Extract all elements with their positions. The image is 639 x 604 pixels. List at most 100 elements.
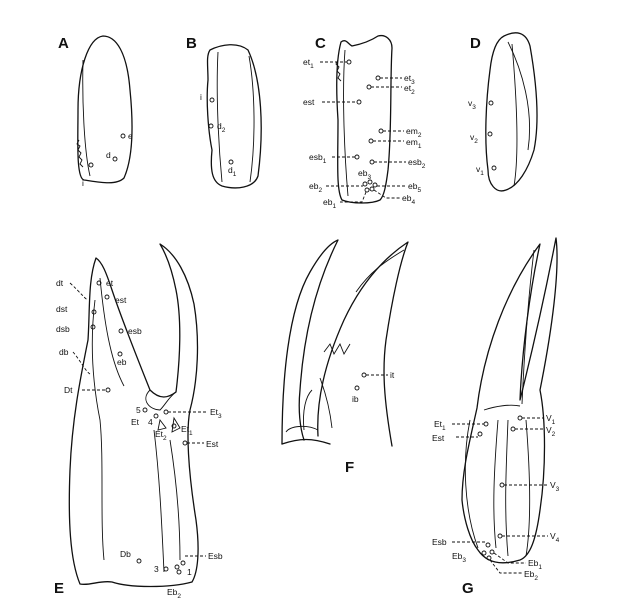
panel-e-label-eb: eb xyxy=(117,357,127,367)
panel-g-label-Et1: Et1 xyxy=(434,419,446,432)
panel-b-label-d2: d2 xyxy=(217,121,226,134)
panel-b-keel-left xyxy=(216,51,223,183)
panel-c-label-em1: em1 xyxy=(406,137,422,150)
panel-d-tb-v3 xyxy=(488,100,494,106)
panel-b-keel-right xyxy=(248,55,255,183)
panel-a: A d e i xyxy=(58,35,133,188)
panel-d-tb-v2 xyxy=(487,131,493,137)
panel-e-tb-Db xyxy=(136,558,142,564)
panel-d-label-v3: v3 xyxy=(468,98,476,111)
panel-g-tb-Esb xyxy=(485,542,491,548)
panel-c-tb-eb5 xyxy=(372,182,378,188)
panel-a-keel xyxy=(82,59,91,177)
panel-c-label-eb2: eb2 xyxy=(309,181,322,194)
panel-c: C et1 et3 et2 est em2 xyxy=(303,34,426,210)
panel-e-label-1: 1 xyxy=(187,567,192,577)
panel-c-tb-em2 xyxy=(378,128,384,134)
panel-c-tb-eb3 xyxy=(367,179,373,185)
panel-f-fixed-finger xyxy=(281,239,339,445)
panel-c-tb-esb2 xyxy=(369,159,375,165)
panel-c-label-esb1: esb1 xyxy=(309,152,327,165)
panel-e-label-est: est xyxy=(115,295,127,305)
panel-e-tb-1 xyxy=(174,564,180,570)
panel-b-letter: B xyxy=(186,35,197,52)
panel-f-label-it: it xyxy=(390,370,395,380)
panel-c-label-eb1: eb1 xyxy=(323,197,336,210)
panel-e-label-Et3: Et3 xyxy=(210,407,222,420)
panel-e-label-db: db xyxy=(59,347,69,357)
panel-g-label-V2: V2 xyxy=(546,425,556,438)
panel-e-label-dt: dt xyxy=(56,278,64,288)
panel-b-label-d1: d1 xyxy=(228,165,237,178)
panel-d-segment-outline xyxy=(485,32,538,192)
panel-f-tb-ib xyxy=(354,385,360,391)
panel-f-letter: F xyxy=(345,459,354,476)
panel-e-tb-dsb xyxy=(90,324,96,330)
panel-d-label-v1: v1 xyxy=(476,164,484,177)
panel-b-trichobothrium-d1 xyxy=(228,159,234,165)
panel-c-segment-outline xyxy=(336,34,393,204)
panel-c-label-em2: em2 xyxy=(406,126,422,139)
panel-c-tb-eb1 xyxy=(364,187,370,193)
panel-e-tb-5 xyxy=(142,407,148,413)
panel-g-label-V1: V1 xyxy=(546,413,556,426)
panel-g-label-V4: V4 xyxy=(550,531,560,544)
panel-e-finger-keel xyxy=(99,277,125,387)
panel-e-tb-esb xyxy=(118,328,124,334)
panel-c-label-eb4: eb4 xyxy=(402,193,415,206)
panel-a-trichobothrium-d xyxy=(112,156,118,162)
panel-b: B i d2 d1 xyxy=(186,35,262,189)
panel-e-tb-et xyxy=(96,280,102,286)
panel-g-condyle xyxy=(483,404,521,411)
panel-f-joint-line xyxy=(319,377,333,429)
panel-g-keel-d xyxy=(525,419,531,557)
panel-e-label-Et2: Et2 xyxy=(155,429,167,442)
panel-e-label-Db: Db xyxy=(120,549,131,559)
panel-e-leader-db xyxy=(72,351,91,375)
panel-e-tb-eb xyxy=(117,351,123,357)
panel-e-tb-Eb2 xyxy=(176,569,182,575)
panel-e-tb-4 xyxy=(153,413,159,419)
panel-c-leader-eb1 xyxy=(340,191,367,203)
panel-c-label-et3: et3 xyxy=(404,73,415,86)
panel-c-serration xyxy=(335,59,342,82)
panel-c-tb-est xyxy=(356,99,362,105)
panel-f-tb-it xyxy=(361,372,367,378)
panel-c-label-esb2: esb2 xyxy=(408,157,426,170)
panel-d-keel-b xyxy=(511,43,518,187)
panel-g-tb-V4 xyxy=(497,533,503,539)
panel-g-leader-Eb1 xyxy=(493,552,526,564)
panel-g-tb-Eb1 xyxy=(489,549,495,555)
panel-a-segment-outline xyxy=(77,35,133,184)
panel-d-letter: D xyxy=(470,35,481,52)
panel-e-chela-outline xyxy=(68,243,199,588)
panel-g-tb-Eb3 xyxy=(481,550,487,556)
panel-f-movable-finger xyxy=(317,241,409,447)
panel-f-teeth xyxy=(323,342,351,356)
panel-b-trichobothrium-d2 xyxy=(208,123,214,129)
panel-c-letter: C xyxy=(315,35,326,52)
panel-c-tb-em1 xyxy=(368,138,374,144)
panel-e-hand-keel-c xyxy=(169,439,181,561)
panel-c-label-eb3: eb3 xyxy=(358,168,371,181)
panel-e-label-Eb2: Eb2 xyxy=(167,587,181,600)
panel-g-label-Est: Est xyxy=(432,433,445,443)
panel-e-label-et: et xyxy=(106,278,114,288)
panel-d-tb-v1 xyxy=(491,165,497,171)
panel-e-tb-Est xyxy=(182,440,188,446)
panel-g-label-Esb: Esb xyxy=(432,537,447,547)
panel-c-tb-esb1 xyxy=(354,154,360,160)
panel-e-label-4: 4 xyxy=(148,417,153,427)
panel-a-trichobothrium-x xyxy=(88,162,94,168)
panel-e-label-Et1: Et1 xyxy=(181,424,193,437)
panel-g-finger-line xyxy=(521,249,535,405)
panel-e: E dt et xyxy=(54,243,223,600)
panel-a-label-i: i xyxy=(82,178,84,188)
panel-e-tb-Esb xyxy=(180,560,186,566)
panel-d-keel-a xyxy=(507,41,531,151)
panel-e-tb-Et3 xyxy=(163,409,169,415)
panel-e-hand-keel-b xyxy=(153,429,165,573)
panel-c-label-eb5: eb5 xyxy=(408,181,421,194)
panel-g-keel-c xyxy=(505,419,509,557)
